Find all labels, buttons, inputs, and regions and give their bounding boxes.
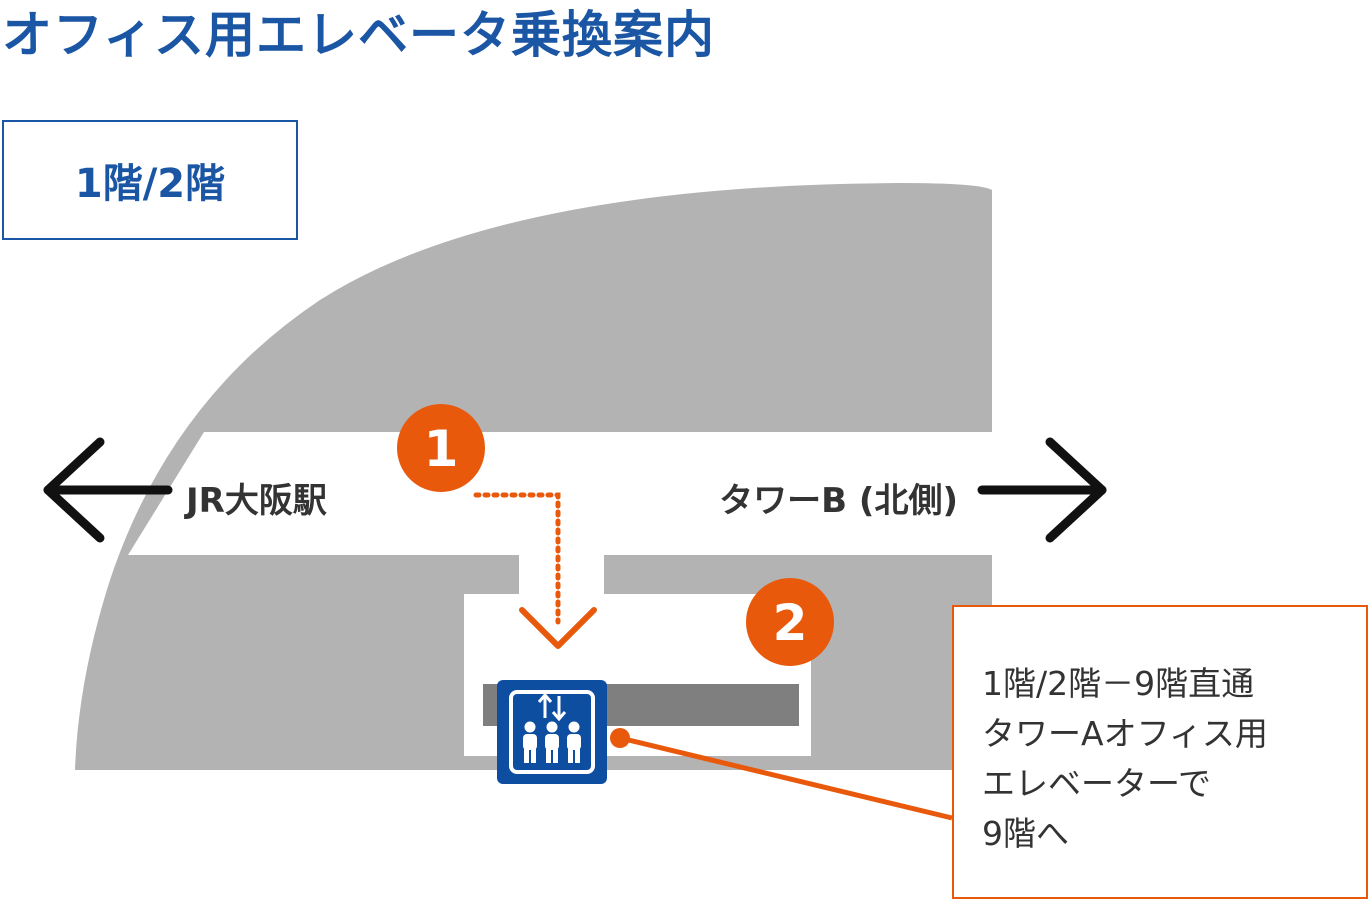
floor-label: 1階/2階 (74, 161, 226, 207)
callout-leader-dot (610, 728, 630, 748)
destination-left-label: JR大阪駅 (184, 481, 327, 521)
instruction-line-4: 9階へ (982, 814, 1069, 853)
instruction-callout: 1階/2階－9階直通 タワーAオフィス用 エレベーターで 9階へ (952, 605, 1368, 899)
step-badge-1: 1 (397, 404, 485, 492)
step-number-2: 2 (773, 594, 808, 652)
elevator-hall-passage (519, 550, 604, 598)
instruction-line-1: 1階/2階－9階直通 (982, 664, 1255, 703)
elevator-icon (497, 680, 607, 784)
page-title: オフィス用エレベータ乗換案内 (2, 6, 715, 64)
instruction-line-2: タワーAオフィス用 (982, 714, 1268, 753)
instruction-line-3: エレベーターで (982, 764, 1212, 803)
callout-leader-line (619, 735, 953, 821)
route-path (473, 492, 561, 625)
destination-right-label: タワーB (北側) (719, 481, 958, 521)
step-number-1: 1 (424, 420, 459, 478)
floor-label-box: 1階/2階 (2, 120, 298, 240)
arrow-left-icon (43, 437, 173, 543)
arrow-right-icon (977, 437, 1107, 543)
chevron-down-icon (519, 607, 597, 649)
step-badge-2: 2 (746, 578, 834, 666)
